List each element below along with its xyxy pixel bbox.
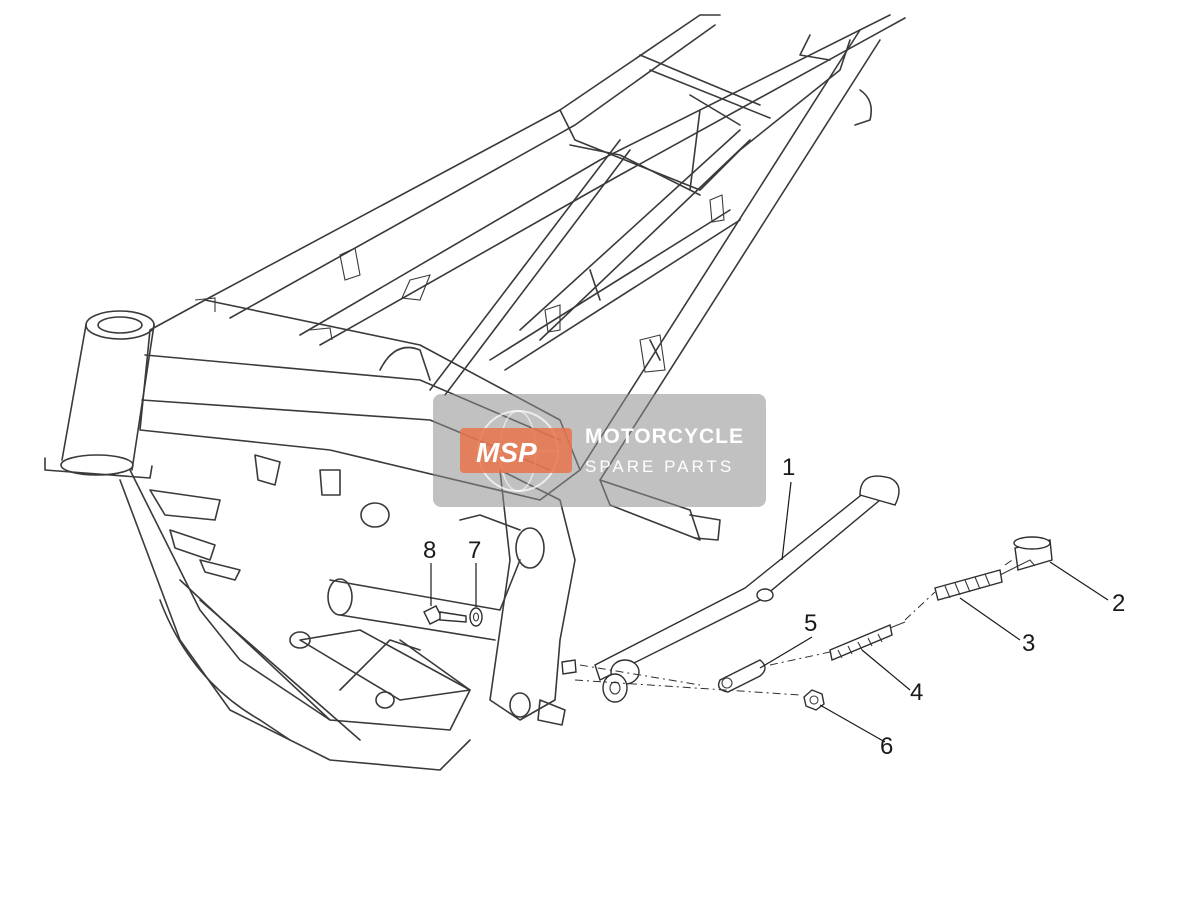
part-spring-plate[interactable] [717, 659, 766, 693]
leader-lines [430, 481, 1109, 743]
watermark-title: MOTORCYCLE [585, 425, 744, 448]
assembly-lines [574, 557, 1016, 696]
watermark-background [433, 394, 766, 507]
lower-cradle [119, 454, 471, 771]
part-nut[interactable] [803, 689, 825, 711]
callout-6[interactable]: 6 [880, 733, 893, 760]
svg-text:MSP: MSP [476, 437, 537, 468]
part-bolt[interactable] [423, 605, 467, 625]
part-side-stand[interactable] [594, 475, 900, 685]
steering-head-tube [44, 310, 155, 479]
callout-8[interactable]: 8 [423, 537, 436, 564]
callout-4[interactable]: 4 [910, 679, 923, 706]
callouts: 1 2 3 4 5 6 7 8 [423, 454, 1125, 760]
callout-2[interactable]: 2 [1112, 590, 1125, 617]
part-spring-outer[interactable] [934, 559, 1036, 601]
msp-logo-icon: MSP [460, 410, 572, 492]
upper-rails [204, 14, 906, 346]
watermark-subtitle: SPARE PARTS [585, 457, 734, 476]
part-washer[interactable] [469, 607, 483, 627]
callout-5[interactable]: 5 [804, 610, 817, 637]
part-spring-inner[interactable] [829, 621, 906, 661]
callout-7[interactable]: 7 [468, 537, 481, 564]
watermark: MSP MOTORCYCLE SPARE PARTS [433, 394, 766, 507]
stand-pivot-bushing [561, 659, 628, 703]
callout-1[interactable]: 1 [782, 454, 795, 481]
callout-3[interactable]: 3 [1022, 630, 1035, 657]
motorcycle-frame [44, 14, 906, 771]
